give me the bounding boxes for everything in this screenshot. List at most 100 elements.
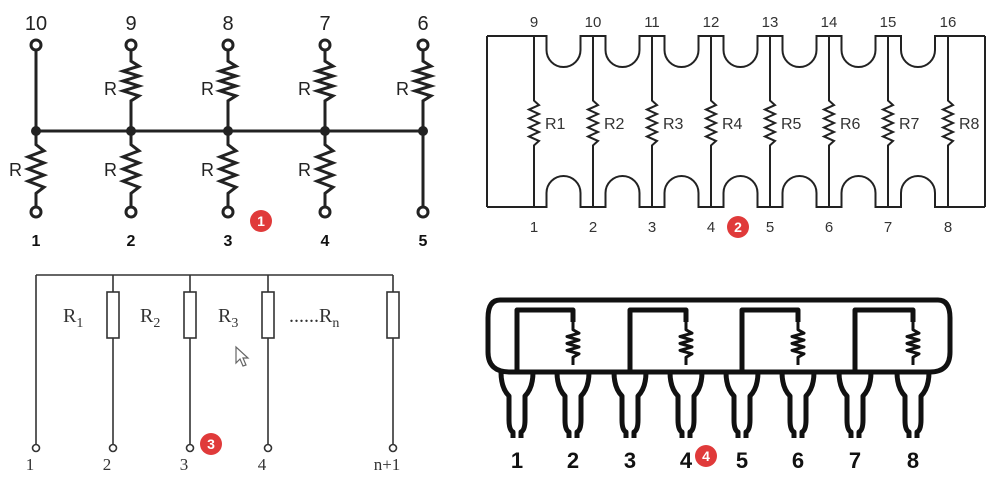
p4-internal-wire [739,307,801,372]
p4-resistor [565,322,581,365]
p3-resistor-label: R3 [218,305,238,331]
p1-bottom-resistor [118,131,144,207]
p1-top-pin-terminal [416,38,430,52]
p1-bottom-resistor [23,131,49,207]
p2-resistor [821,88,837,158]
p4-pin [611,371,649,438]
p1-bottom-pin-label: 1 [32,233,41,250]
p3-pin-label: 2 [103,455,112,474]
p4-internal-wire [852,307,916,372]
p1-resistor-label: R [298,160,311,180]
p2-bottom-pin-label: 1 [530,219,538,236]
p1-top-pin-terminal [318,38,332,52]
p1-resistor-label: R [298,79,311,99]
marker-badge [250,210,272,232]
p1-top-resistor [214,50,242,112]
p1-top-pin-terminal [124,38,138,52]
p2-top-pin-label: 15 [880,14,897,31]
p2-package-top-edge [487,35,985,68]
p2-bottom-pin-label: 6 [825,219,833,236]
p1-resistor-label: R [201,79,214,99]
p2-top-pin-label: 12 [703,14,720,31]
p4-pin [894,371,932,438]
p4-pin-label: 1 [511,448,523,473]
p2-resistor-label: R4 [722,116,743,133]
p3-resistor [106,291,120,339]
p4-pin-label: 8 [907,448,919,473]
p2-resistor-label: R1 [545,116,566,133]
p3-pin-label: 3 [180,455,189,474]
p3-resistor [386,291,400,339]
p2-bottom-pin-label: 2 [589,219,597,236]
p3-pin-terminal [388,443,398,453]
p4-pin-label: 2 [567,448,579,473]
p1-bottom-pin-label: 2 [127,233,136,250]
p4-pin-label: 5 [736,448,748,473]
p4-pin [498,371,536,438]
p4-pin-label: 7 [849,448,861,473]
p4-pin [554,371,592,438]
marker-number: 3 [207,436,215,452]
p2-resistor-label: R7 [899,116,920,133]
p4-resistor [678,322,694,365]
p2-resistor-label: R8 [959,116,980,133]
p1-resistor-label: R [396,79,409,99]
p2-resistor [585,88,601,158]
p3-resistor-label: R2 [140,305,160,331]
p2-resistor-label: R5 [781,116,802,133]
p1-top-pin-terminal [221,38,235,52]
p2-resistor [526,88,542,158]
p1-resistor-label: R [9,160,22,180]
p2-top-pin-label: 9 [530,14,538,31]
p2-bottom-pin-label: 8 [944,219,952,236]
p2-bottom-pin-label: 4 [707,219,715,236]
p1-top-pin-terminal [29,38,43,52]
p2-bottom-pin-label: 5 [766,219,774,236]
p1-top-pin-label: 10 [25,13,47,35]
p3-pin-label: n+1 [374,455,401,474]
p4-internal-wire [627,307,689,372]
p2-top-pin-label: 14 [821,14,838,31]
p1-wires [23,38,437,219]
p1-top-pin-label: 8 [222,13,233,35]
p1-bottom-pin-label: 4 [321,233,330,250]
p1-top-resistor [311,50,339,112]
p3-resistor-label-subscript: 3 [231,316,238,331]
p3-resistor [183,291,197,339]
p1-bottom-pin-terminal [221,205,235,219]
p2-resistor [703,88,719,158]
p1-bottom-pin-terminal [416,205,430,219]
p1-top-resistor [117,50,145,112]
marker-number: 1 [257,213,265,229]
p2-resistor [880,88,896,158]
p2-bottom-pin-label: 7 [884,219,892,236]
p4-pin-label: 4 [680,448,693,473]
p1-bottom-pin-label: 3 [224,233,233,250]
p2-top-pin-label: 11 [644,14,660,31]
p4-shapes [485,297,953,438]
p2-resistor-label: R6 [840,116,861,133]
p2-resistor [644,88,660,158]
p1-junction-dot [418,126,428,136]
p1-bottom-pin-terminal [318,205,332,219]
p2-resistor-label: R2 [604,116,625,133]
p1-junction-dot [223,126,233,136]
p1-top-pin-label: 9 [125,13,136,35]
p1-resistor-label: R [104,79,117,99]
p3-resistor-label-subscript: 2 [153,316,160,331]
p4-resistor [790,322,806,365]
marker-badge [727,216,749,238]
p1-top-pin-label: 7 [319,13,330,35]
p2-resistor [940,88,956,158]
p3-resistor-label-base: R [140,305,154,327]
p3-resistor-label: R1 [63,305,83,331]
p3-resistor-label-base: ......R [289,305,333,327]
p4-pin [723,371,761,438]
p1-resistor-label: R [201,160,214,180]
